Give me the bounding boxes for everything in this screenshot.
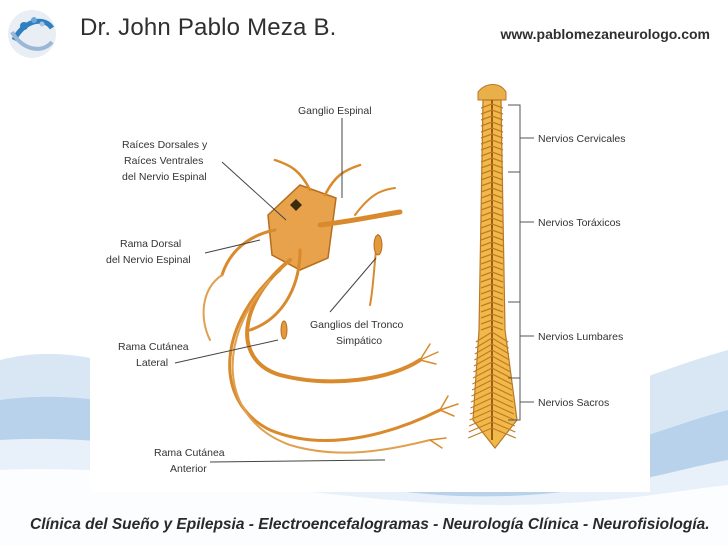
label-sacral: Nervios Sacros [538, 397, 609, 409]
label-roots-3: del Nervio Espinal [122, 171, 207, 183]
footer-tagline: Clínica del Sueño y Epilepsia - Electroe… [30, 516, 710, 534]
label-anterior-1: Rama Cutánea [154, 447, 225, 459]
label-dorsal-1: Rama Dorsal [120, 238, 181, 250]
label-thoracic: Nervios Toráxicos [538, 217, 621, 229]
label-lateral-1: Rama Cutánea [118, 341, 189, 353]
label-sympathetic-2: Simpático [336, 335, 382, 347]
label-lateral-2: Lateral [136, 357, 168, 369]
label-roots-2: Raíces Ventrales [124, 155, 203, 167]
label-sympathetic-1: Ganglios del Tronco [310, 319, 404, 331]
label-dorsal-2: del Nervio Espinal [106, 254, 191, 266]
label-lumbar: Nervios Lumbares [538, 331, 623, 343]
label-anterior-2: Anterior [170, 463, 207, 475]
label-roots-1: Raíces Dorsales y [122, 139, 208, 151]
label-cervical: Nervios Cervicales [538, 133, 626, 145]
label-ganglion: Ganglio Espinal [298, 105, 372, 117]
